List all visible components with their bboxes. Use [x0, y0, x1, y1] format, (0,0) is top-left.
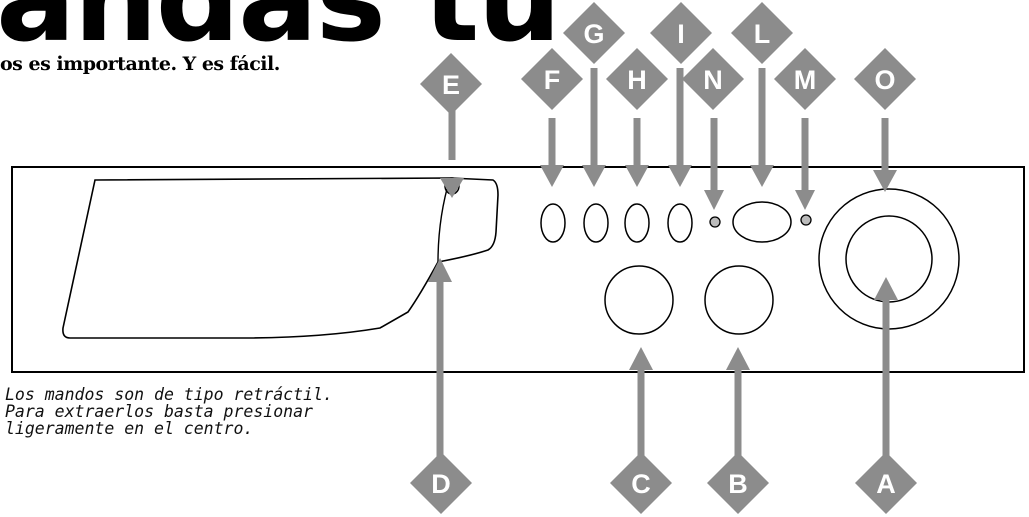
knob-b[interactable] — [704, 265, 774, 335]
callout-label-m: M — [794, 65, 817, 95]
indicator-light-n — [709, 216, 721, 228]
button-f[interactable] — [540, 203, 566, 243]
page-title: andas tu — [0, 0, 561, 58]
button-g[interactable] — [583, 203, 609, 243]
callout-label-o: O — [874, 65, 895, 95]
button-i[interactable] — [667, 203, 693, 243]
callout-label-e: E — [442, 70, 460, 100]
callout-label-b: B — [728, 469, 748, 499]
note-line-1: Los mandos son de tipo retráctil. — [5, 385, 333, 404]
indicator-light-m — [800, 214, 812, 226]
callout-label-i: I — [677, 19, 685, 49]
callout-label-a: A — [876, 469, 896, 499]
button-h[interactable] — [624, 203, 650, 243]
callout-label-c: C — [631, 469, 651, 499]
note-line-2: Para extraerlos basta presionar — [5, 402, 313, 421]
callout-label-f: F — [544, 65, 561, 95]
detergent-drawer[interactable] — [62, 177, 499, 339]
callout-label-g: G — [583, 19, 604, 49]
callout-label-h: H — [627, 65, 647, 95]
callout-label-d: D — [431, 469, 451, 499]
retractable-controls-note: Los mandos son de tipo retráctil. Para e… — [5, 386, 425, 437]
control-panel-frame — [11, 166, 1025, 373]
button-l[interactable] — [732, 201, 792, 243]
callout-label-n: N — [703, 65, 723, 95]
page-subtitle: os es importante. Y es fácil. — [0, 53, 280, 75]
note-line-3: ligeramente en el centro. — [5, 419, 254, 438]
knob-c[interactable] — [604, 265, 674, 335]
callout-label-l: L — [754, 19, 771, 49]
